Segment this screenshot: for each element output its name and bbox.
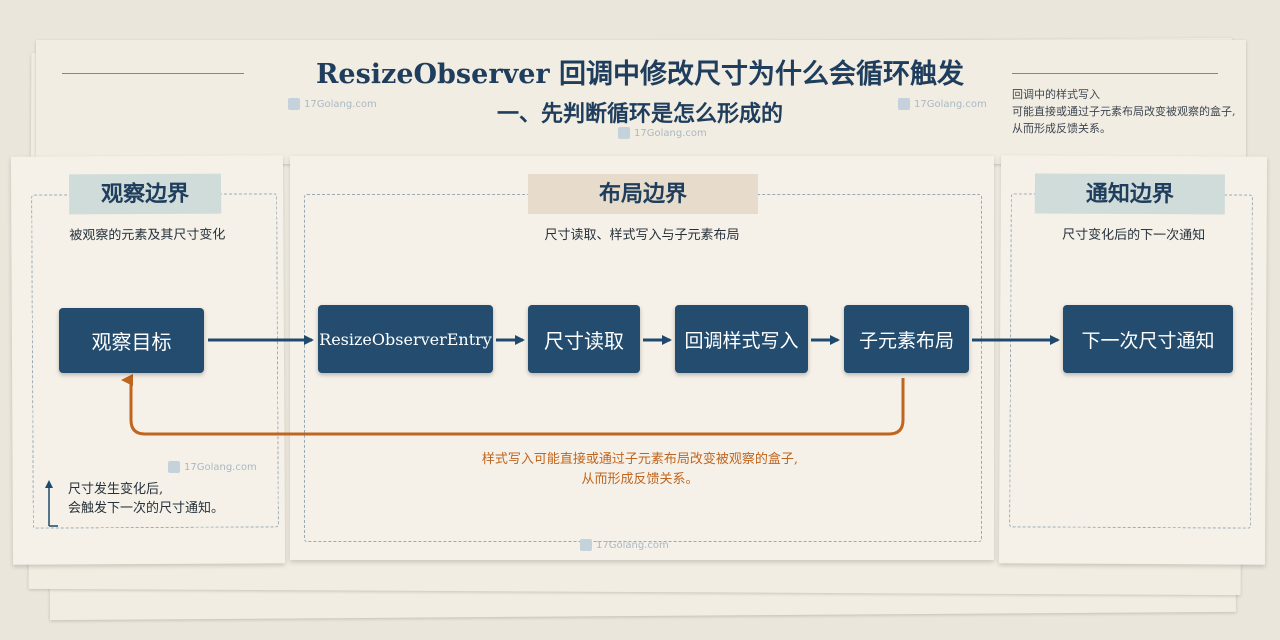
left-note: 尺寸发生变化后, 会触发下一次的尺寸通知。 bbox=[68, 480, 224, 518]
node-callback-style-write: 回调样式写入 bbox=[675, 305, 808, 373]
watermark: 17Golang.com bbox=[580, 539, 669, 551]
title-rule-right bbox=[1012, 73, 1218, 74]
watermark: 17Golang.com bbox=[288, 98, 377, 110]
node-resize-observer-entry: ResizeObserverEntry bbox=[318, 305, 493, 373]
feedback-loop-arrow bbox=[121, 374, 905, 436]
node-size-read: 尺寸读取 bbox=[528, 305, 640, 373]
page-title: ResizeObserver 回调中修改尺寸为什么会循环触发 bbox=[315, 59, 965, 90]
feedback-note-line: 样式写入可能直接或通过子元素布局改变被观察的盒子, bbox=[481, 452, 799, 467]
node-next-size-notification: 下一次尺寸通知 bbox=[1063, 305, 1233, 373]
watermark-logo bbox=[618, 127, 630, 139]
watermark: 17Golang.com bbox=[898, 98, 987, 110]
watermark-logo bbox=[168, 461, 180, 473]
node-observe-target: 观察目标 bbox=[59, 308, 204, 373]
feedback-note: 样式写入可能直接或通过子元素布局改变被观察的盒子, 从而形成反馈关系。 bbox=[400, 450, 880, 490]
page-subtitle: 一、先判断循环是怎么形成的 bbox=[496, 101, 783, 127]
watermark-logo bbox=[288, 98, 300, 110]
paper-sheet-front bbox=[36, 40, 1246, 164]
node-child-layout: 子元素布局 bbox=[844, 305, 969, 373]
watermark: 17Golang.com bbox=[618, 127, 707, 139]
layout-panel-title: 布局边界 bbox=[528, 174, 758, 214]
watermark: 17Golang.com bbox=[168, 461, 257, 473]
top-note-line: 可能直接或通过子元素布局改变被观察的盒子, bbox=[1012, 105, 1236, 118]
top-note-line: 从而形成反馈关系。 bbox=[1012, 122, 1111, 135]
top-note-line: 回调中的样式写入 bbox=[1012, 88, 1100, 101]
left-note-line: 尺寸发生变化后, bbox=[68, 482, 164, 497]
feedback-note-line: 从而形成反馈关系。 bbox=[581, 472, 699, 487]
layout-panel-subtitle: 尺寸读取、样式写入与子元素布局 bbox=[544, 228, 740, 243]
title-rule-left bbox=[62, 73, 244, 74]
watermark-logo bbox=[898, 98, 910, 110]
top-note: 回调中的样式写入 可能直接或通过子元素布局改变被观察的盒子, 从而形成反馈关系。 bbox=[1012, 86, 1236, 137]
left-note-line: 会触发下一次的尺寸通知。 bbox=[68, 501, 225, 516]
watermark-logo bbox=[580, 539, 592, 551]
